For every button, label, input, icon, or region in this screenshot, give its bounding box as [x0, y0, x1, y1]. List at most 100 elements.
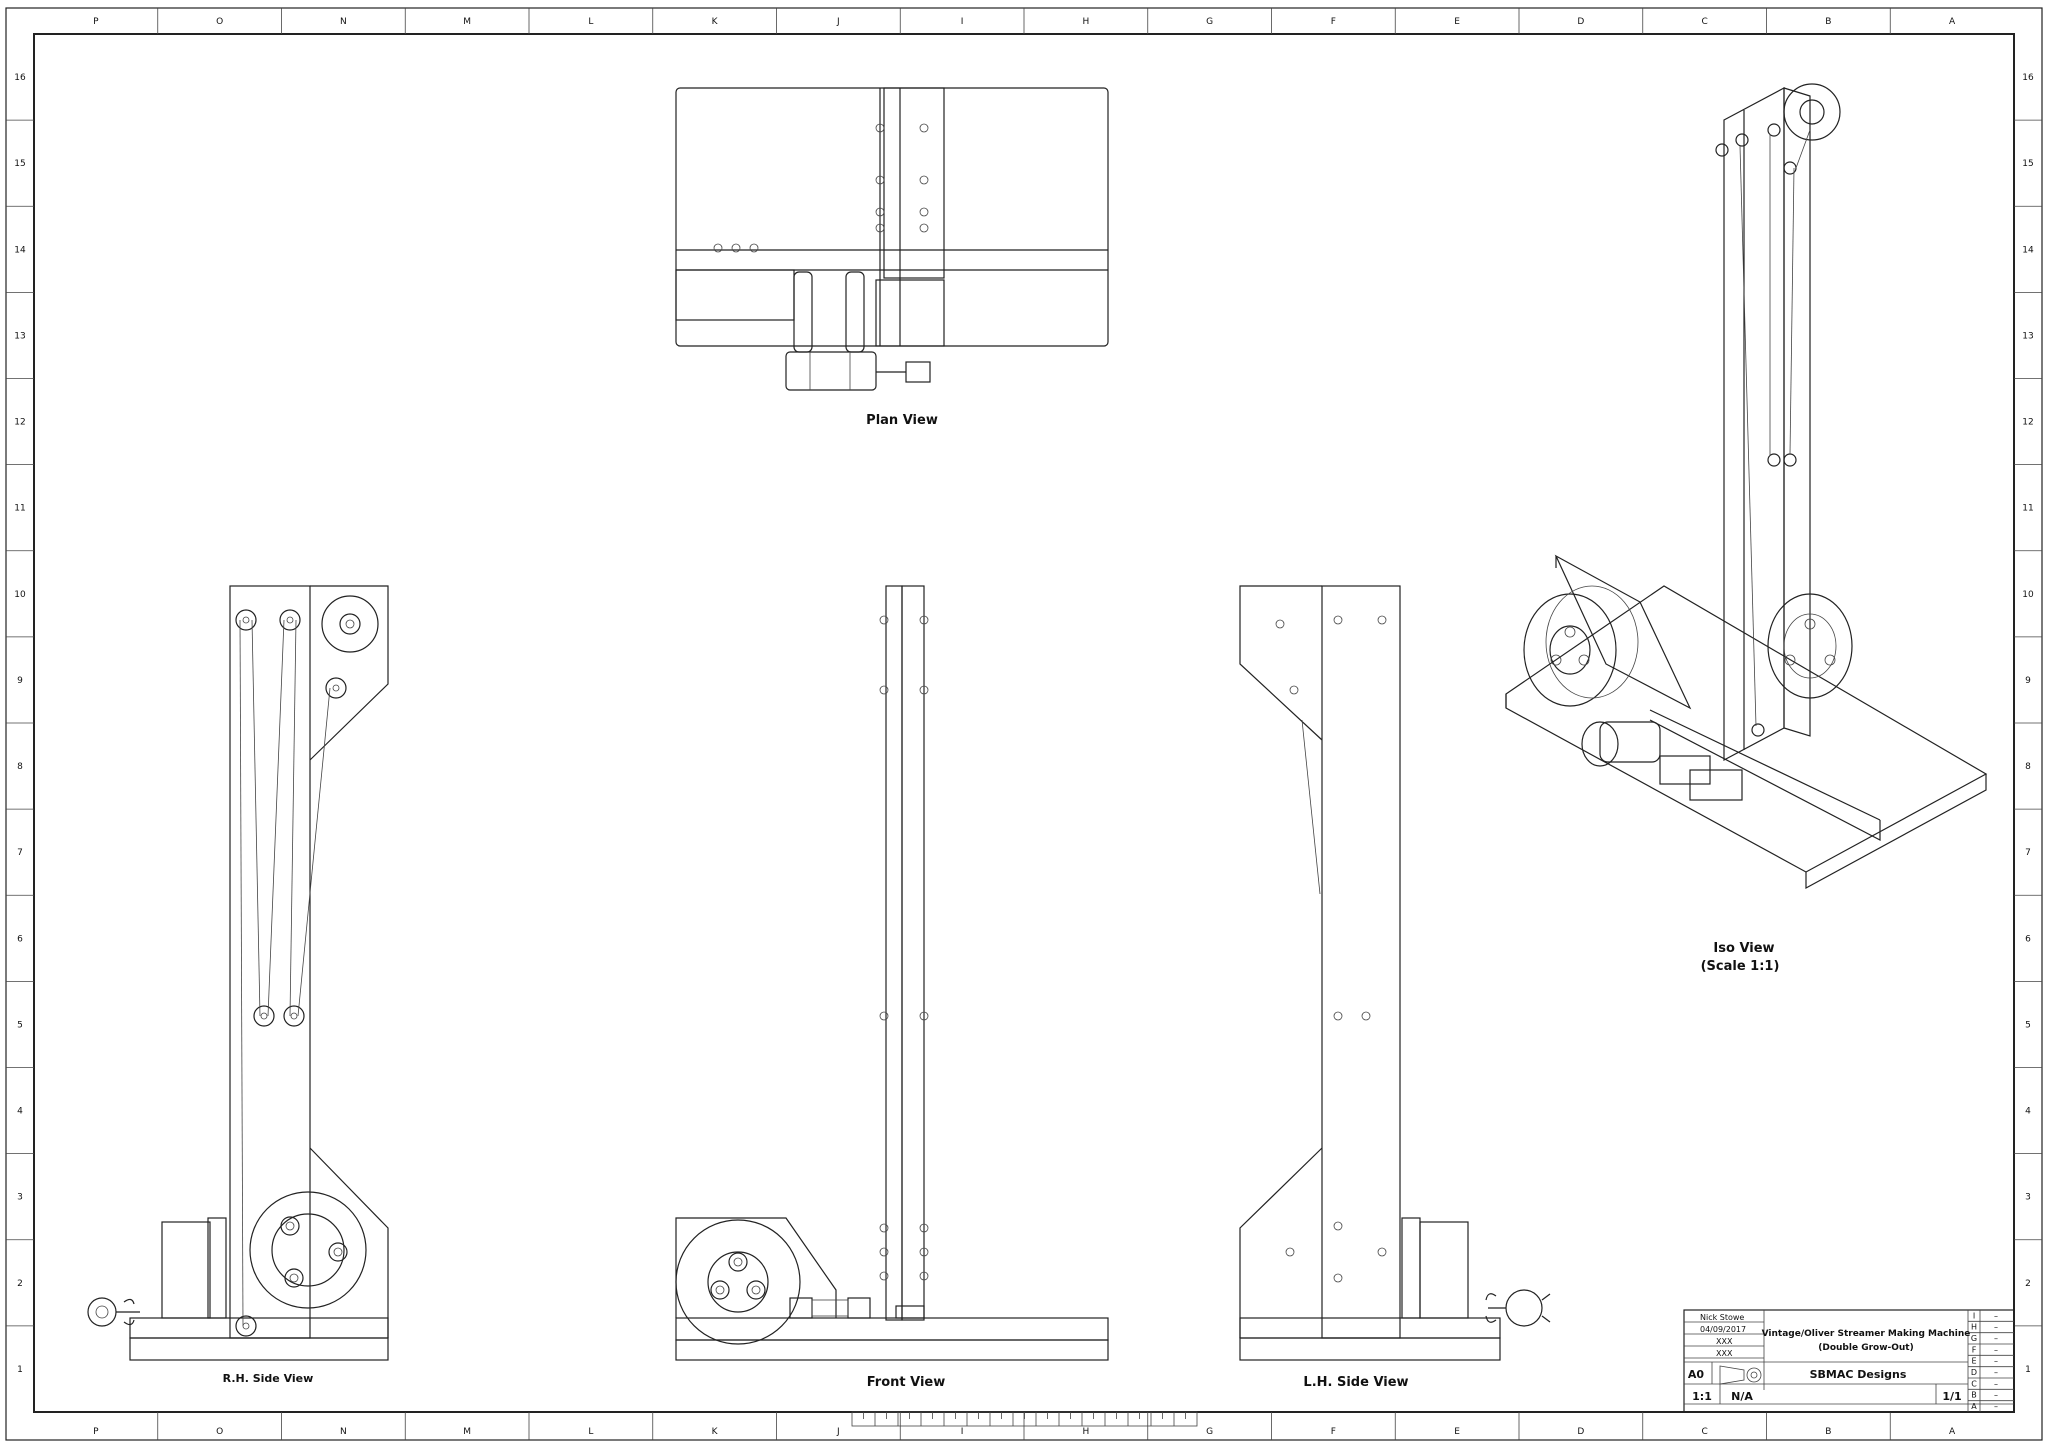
revision-value: – [1994, 1357, 1998, 1366]
revision-value: – [1994, 1334, 1998, 1343]
scale-bar [851, 1411, 1198, 1427]
zone-col-bottom-K: K [712, 1427, 719, 1437]
revision-value: – [1994, 1391, 1998, 1400]
zone-row-left-6: 6 [17, 934, 23, 944]
zone-col-top-O: O [216, 17, 223, 27]
revision-letter-H: H [1971, 1323, 1977, 1332]
revision-value: – [1994, 1345, 1998, 1354]
title-block-size: A0 [1688, 1368, 1705, 1381]
revision-value: – [1994, 1311, 1998, 1320]
rh-side-view [87, 585, 389, 1361]
zone-col-bottom-J: J [836, 1427, 840, 1437]
zone-col-bottom-E: E [1454, 1427, 1460, 1437]
zone-row-right-5: 5 [2025, 1020, 2031, 1030]
zone-col-top-C: C [1701, 17, 1707, 27]
title-block-approved-by: XXX [1716, 1349, 1733, 1358]
zone-row-left-14: 14 [14, 245, 26, 255]
zone-col-bottom-O: O [216, 1427, 223, 1437]
zone-col-top-I: I [961, 17, 964, 27]
zone-col-top-B: B [1825, 17, 1831, 27]
revision-value: – [1994, 1323, 1998, 1332]
zone-col-bottom-D: D [1577, 1427, 1584, 1437]
zone-row-right-4: 4 [2025, 1107, 2031, 1117]
zone-col-bottom-F: F [1331, 1427, 1336, 1437]
revision-letter-E: E [1971, 1357, 1976, 1366]
title-block-checked-by: XXX [1716, 1337, 1733, 1346]
title-block-weight: N/A [1731, 1390, 1753, 1403]
iso-view-label: Iso View [1713, 941, 1774, 956]
inner-border [33, 33, 2015, 1413]
revision-letter-G: G [1971, 1334, 1977, 1343]
zone-col-bottom-B: B [1825, 1427, 1831, 1437]
zone-row-right-9: 9 [2025, 676, 2031, 686]
revision-value: – [1994, 1368, 1998, 1377]
zone-row-left-12: 12 [14, 418, 25, 428]
zone-row-left-3: 3 [17, 1193, 23, 1203]
plan-view [675, 87, 1109, 391]
zone-row-right-7: 7 [2025, 848, 2031, 858]
zone-col-top-P: P [93, 17, 99, 27]
revision-value: – [1994, 1402, 1998, 1411]
zone-row-right-14: 14 [2022, 245, 2034, 255]
zone-row-right-16: 16 [2022, 73, 2034, 83]
zone-col-top-F: F [1331, 17, 1336, 27]
zone-col-bottom-P: P [93, 1427, 99, 1437]
zone-row-right-12: 12 [2022, 418, 2033, 428]
zone-row-left-15: 15 [14, 159, 25, 169]
third-angle-projection-icon [1719, 1365, 1762, 1385]
front-view-label: Front View [867, 1375, 946, 1390]
revision-letter-B: B [1971, 1391, 1977, 1400]
rh-side-view-label: R.H. Side View [223, 1372, 314, 1385]
zone-row-right-10: 10 [2022, 590, 2034, 600]
zone-col-top-A: A [1949, 17, 1956, 27]
plan-view-label: Plan View [866, 413, 938, 428]
title-block [1683, 1309, 2015, 1413]
revision-value: – [1994, 1379, 1998, 1388]
zone-col-bottom-M: M [463, 1427, 471, 1437]
iso-view-scale: (Scale 1:1) [1701, 959, 1780, 974]
zone-row-left-8: 8 [17, 762, 23, 772]
zone-col-top-J: J [836, 17, 840, 27]
zone-row-left-5: 5 [17, 1020, 23, 1030]
zone-row-right-15: 15 [2022, 159, 2033, 169]
revision-letter-F: F [1972, 1345, 1977, 1354]
zone-row-right-13: 13 [2022, 331, 2033, 341]
zone-col-top-N: N [340, 17, 347, 27]
zone-row-left-16: 16 [14, 73, 26, 83]
title-block-drawn-by: Nick Stowe [1700, 1313, 1744, 1322]
zone-col-top-D: D [1577, 17, 1584, 27]
zone-col-top-H: H [1082, 17, 1089, 27]
lh-side-view-label: L.H. Side View [1303, 1375, 1408, 1390]
zone-col-bottom-L: L [588, 1427, 593, 1437]
zone-row-right-11: 11 [2022, 504, 2033, 514]
zone-row-left-1: 1 [17, 1365, 23, 1375]
zone-col-bottom-C: C [1701, 1427, 1707, 1437]
zone-row-right-3: 3 [2025, 1193, 2031, 1203]
title-block-company: SBMAC Designs [1810, 1368, 1907, 1381]
zone-col-bottom-A: A [1949, 1427, 1956, 1437]
revision-letter-D: D [1971, 1368, 1977, 1377]
outer-border [5, 7, 2043, 1441]
title-block-date: 04/09/2017 [1700, 1325, 1746, 1334]
zone-col-bottom-I: I [961, 1427, 964, 1437]
revision-letter-C: C [1971, 1379, 1977, 1388]
revision-letter-A: A [1971, 1402, 1977, 1411]
front-view [675, 585, 1109, 1361]
zone-row-left-7: 7 [17, 848, 23, 858]
zone-col-top-G: G [1206, 17, 1213, 27]
revision-letter-I: I [1973, 1311, 1975, 1320]
revision-table: I – H – G – F – E – D – C – B – A – [1968, 1311, 2014, 1411]
title-block-scale: 1:1 [1692, 1390, 1712, 1403]
title-block-title-line2: (Double Grow-Out) [1818, 1343, 1913, 1353]
title-block-sheet: 1/1 [1942, 1390, 1961, 1403]
zone-row-right-8: 8 [2025, 762, 2031, 772]
zone-row-left-9: 9 [17, 676, 23, 686]
lh-side-view [1239, 585, 1551, 1361]
zone-col-top-K: K [712, 17, 719, 27]
zone-row-left-2: 2 [17, 1279, 23, 1289]
iso-view [1505, 83, 1988, 890]
